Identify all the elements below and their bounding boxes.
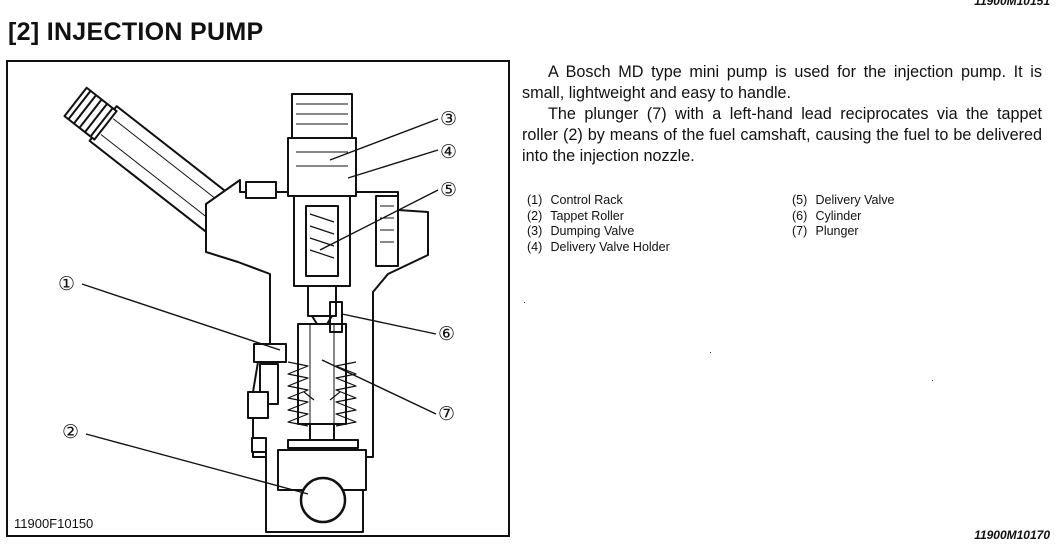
document-code-bottom: 11900M10170 xyxy=(974,528,1050,542)
legend-left-column: (1) Control Rack (2) Tappet Roller (3) D… xyxy=(527,193,670,255)
section-title: [2] INJECTION PUMP xyxy=(8,18,264,46)
scan-speck xyxy=(932,380,933,381)
legend-number: (6) xyxy=(792,208,808,223)
legend-item: (2) Tappet Roller xyxy=(527,209,670,225)
legend-label: Plunger xyxy=(815,224,859,238)
callout-4: ④ xyxy=(440,141,457,163)
callout-7: ⑦ xyxy=(438,403,455,425)
legend-item: (3) Dumping Valve xyxy=(527,224,670,240)
callout-5: ⑤ xyxy=(440,179,457,201)
scan-speck xyxy=(524,302,525,303)
legend-number: (1) xyxy=(527,193,543,207)
legend-item: (1) Control Rack xyxy=(527,193,670,209)
legend-label: Cylinder xyxy=(815,208,862,223)
legend-number: (7) xyxy=(792,224,808,238)
scan-speck xyxy=(710,352,711,353)
pump-cross-section-diagram: ① ② ③ ④ ⑤ ⑥ ⑦ xyxy=(58,86,457,533)
callout-2: ② xyxy=(62,421,79,443)
legend-label: Delivery Valve xyxy=(815,193,895,207)
legend-item: (5) Delivery Valve xyxy=(792,193,894,209)
legend-item: (6) Cylinder xyxy=(792,209,894,225)
legend-label: Control Rack xyxy=(550,193,623,207)
injection-pump-figure: ① ② ③ ④ ⑤ ⑥ ⑦ 11900F10150 xyxy=(6,60,510,537)
legend-number: (2) xyxy=(527,208,543,223)
legend-number: (4) xyxy=(527,239,543,254)
legend-number: (3) xyxy=(527,224,543,238)
description-text: A Bosch MD type mini pump is used for th… xyxy=(522,62,1042,167)
callout-3: ③ xyxy=(440,108,457,130)
legend-number: (5) xyxy=(792,193,808,207)
callout-1: ① xyxy=(58,273,75,295)
description-paragraph-2: The plunger (7) with a left-hand lead re… xyxy=(522,105,1042,165)
legend-label: Tappet Roller xyxy=(550,208,624,223)
legend-label: Delivery Valve Holder xyxy=(550,239,670,254)
figure-code: 11900F10150 xyxy=(14,516,94,531)
legend-item: (4) Delivery Valve Holder xyxy=(527,240,670,256)
legend-right-column: (5) Delivery Valve (6) Cylinder (7) Plun… xyxy=(792,193,894,240)
document-code-top: 11900M10151 xyxy=(974,0,1050,8)
legend-label: Dumping Valve xyxy=(550,224,635,238)
description-paragraph-1: A Bosch MD type mini pump is used for th… xyxy=(522,63,1042,102)
legend-item: (7) Plunger xyxy=(792,224,894,240)
callout-6: ⑥ xyxy=(438,323,455,345)
